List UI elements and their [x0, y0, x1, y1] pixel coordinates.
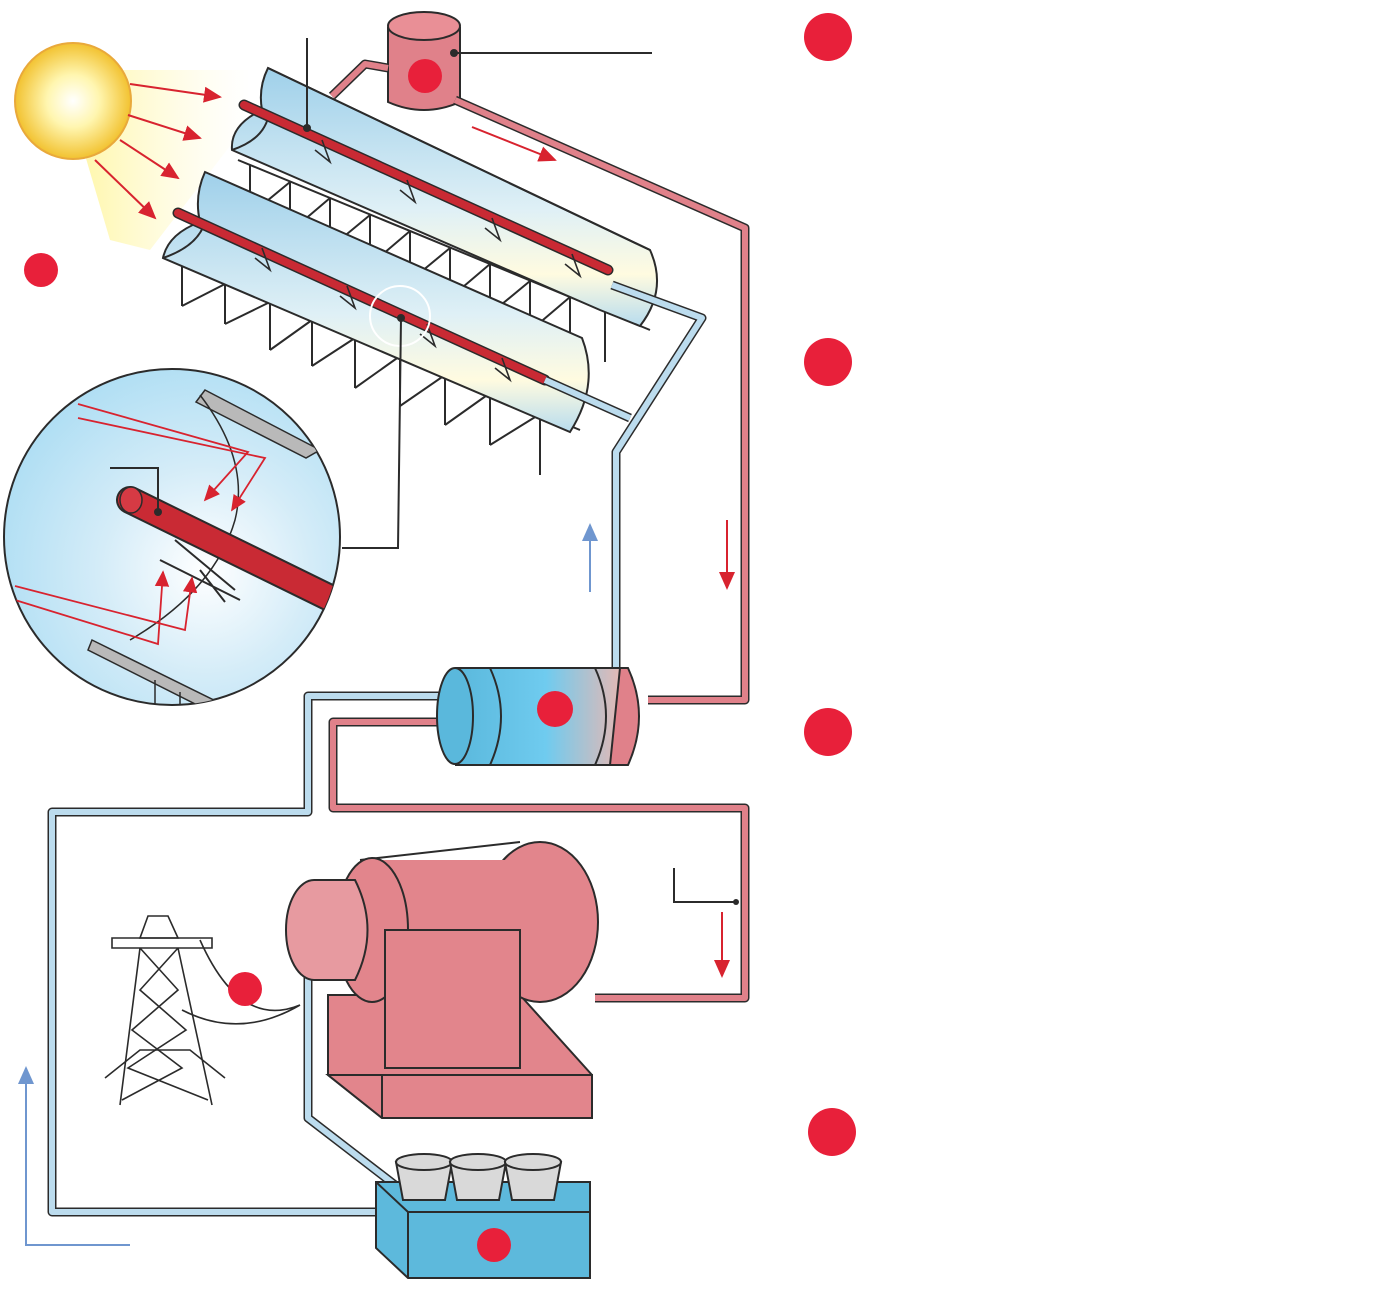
marker-cooling: [477, 1228, 511, 1262]
pipe-leader-line: [673, 868, 736, 903]
mirror-brackets: [254, 139, 582, 383]
receiver-tube: [172, 99, 614, 386]
marker-right-3: [804, 708, 852, 756]
pylon-icon: [104, 915, 301, 1106]
pipe-leader-dot: [733, 899, 739, 905]
flow-arrows-cold: [18, 523, 598, 1246]
hot-pipe: [328, 59, 750, 1003]
marker-right-2: [804, 338, 852, 386]
cooling-tower-icon: [375, 1153, 591, 1279]
marker-right-4: [808, 1108, 856, 1156]
flow-arrows-hot: [471, 126, 735, 978]
marker-generator: [228, 972, 262, 1006]
marker-sun: [24, 253, 58, 287]
sun-icon: [14, 42, 250, 250]
marker-tank: [408, 59, 442, 93]
heat-exchanger-icon: [436, 667, 640, 766]
marker-exchanger: [537, 691, 573, 727]
marker-right-1: [804, 13, 852, 61]
sunray-arrows: [94, 83, 222, 220]
detail-leader-line: [342, 317, 402, 549]
magnifier-detail-icon: [3, 368, 341, 706]
turbine-icon: [285, 841, 599, 1119]
cold-pipe: [47, 280, 707, 1217]
